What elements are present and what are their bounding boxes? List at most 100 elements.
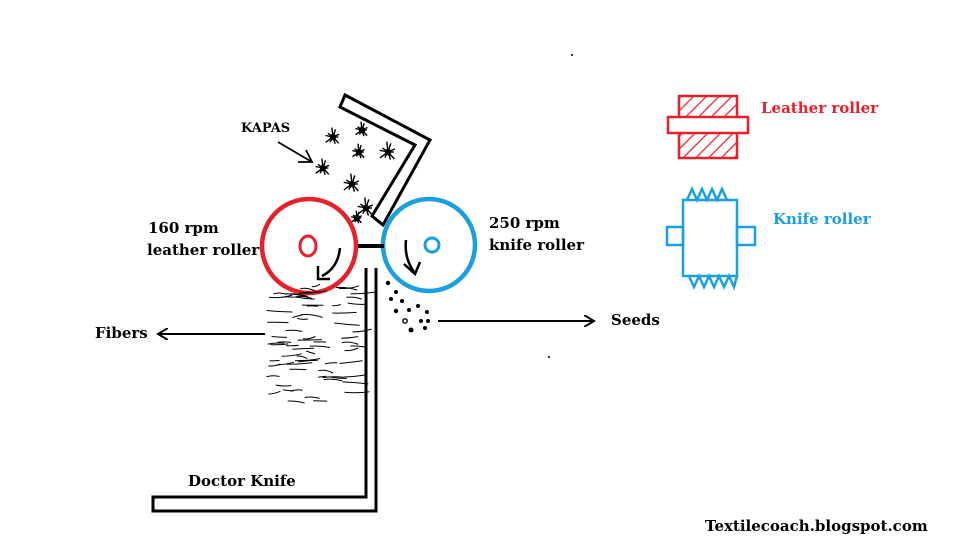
kapas-tuft bbox=[350, 210, 363, 224]
fiber-stroke bbox=[281, 353, 302, 357]
fiber-stroke bbox=[332, 304, 341, 307]
fiber-stroke bbox=[344, 391, 370, 394]
fiber-stroke bbox=[290, 293, 309, 297]
fiber-stroke bbox=[289, 389, 303, 392]
fiber-stroke bbox=[350, 345, 367, 348]
seed-dot bbox=[419, 319, 423, 323]
doctor-knife bbox=[151, 268, 378, 513]
fiber-stroke bbox=[269, 294, 293, 299]
fiber-stroke bbox=[296, 355, 308, 360]
fiber-stroke bbox=[339, 360, 363, 364]
fiber-stroke bbox=[341, 336, 359, 339]
fiber-stroke bbox=[323, 378, 343, 382]
fiber-stroke bbox=[296, 295, 312, 299]
seeds-dots bbox=[385, 280, 430, 333]
seeds-label: Seeds bbox=[611, 311, 660, 329]
fiber-stroke bbox=[285, 329, 303, 332]
kapas-tuft bbox=[343, 173, 360, 192]
kapas-arrow bbox=[277, 141, 314, 163]
seed-dot bbox=[400, 299, 404, 303]
kapas-tuft bbox=[379, 141, 396, 160]
leather-roller bbox=[259, 196, 359, 296]
fiber-stroke bbox=[318, 369, 334, 374]
kapas-tuft bbox=[325, 127, 340, 145]
knife-roller-legend-icon bbox=[665, 185, 757, 291]
fiber-stroke bbox=[306, 350, 316, 355]
seed-dot bbox=[423, 326, 427, 330]
feed-hopper bbox=[338, 92, 433, 228]
fiber-stroke bbox=[269, 359, 280, 362]
fiber-stroke bbox=[276, 361, 295, 366]
kapas-tuft bbox=[315, 158, 330, 176]
fiber-stroke bbox=[304, 396, 320, 399]
fiber-stroke bbox=[350, 291, 375, 295]
speck bbox=[571, 54, 573, 56]
legend-knife-roller-label: Knife roller bbox=[773, 210, 871, 228]
fiber-stroke bbox=[277, 341, 292, 343]
fiber-stroke bbox=[296, 317, 308, 320]
knife-roller bbox=[380, 196, 478, 294]
seed-dot bbox=[394, 290, 398, 294]
fiber-stroke bbox=[268, 390, 281, 395]
seed-dot bbox=[416, 304, 420, 308]
fiber-stroke bbox=[302, 336, 316, 340]
seed-dot bbox=[385, 280, 391, 286]
fiber-stroke bbox=[332, 311, 357, 314]
fiber-stroke bbox=[343, 374, 368, 378]
seed-dot bbox=[402, 318, 408, 324]
kapas-label: KAPAS bbox=[241, 121, 291, 136]
fiber-stroke bbox=[267, 342, 285, 345]
knife-name-label: knife roller bbox=[489, 236, 584, 254]
fiber-stroke bbox=[292, 347, 315, 350]
knife-rotation-arrow-icon bbox=[403, 239, 422, 277]
kapas-tuft bbox=[357, 197, 374, 216]
fiber-stroke bbox=[334, 322, 360, 326]
seed-dot bbox=[389, 297, 393, 301]
fiber-stroke bbox=[342, 381, 369, 385]
speck bbox=[548, 356, 550, 358]
fiber-stroke bbox=[344, 347, 359, 352]
doctor-knife-label: Doctor Knife bbox=[188, 472, 296, 490]
fibers-label: Fibers bbox=[95, 324, 148, 342]
fiber-stroke bbox=[273, 292, 287, 295]
fiber-stroke bbox=[335, 286, 358, 291]
fiber-stroke bbox=[324, 362, 338, 365]
fiber-stroke bbox=[294, 296, 315, 300]
leather-speed-label: 160 rpm bbox=[148, 219, 219, 237]
seed-dot bbox=[407, 308, 411, 312]
kapas-tufts bbox=[315, 121, 396, 224]
fiber-stroke bbox=[298, 291, 310, 294]
fiber-stroke bbox=[338, 285, 360, 290]
fiber-stroke bbox=[309, 345, 331, 348]
kapas-tuft bbox=[355, 121, 368, 137]
fiber-stroke bbox=[266, 375, 280, 378]
fiber-stroke bbox=[285, 344, 299, 347]
fiber-stroke bbox=[330, 376, 347, 379]
fiber-stroke bbox=[297, 339, 322, 341]
leather-rotation-arrow-icon bbox=[316, 247, 342, 281]
fiber-stroke bbox=[287, 400, 305, 404]
fiber-stroke bbox=[270, 343, 289, 346]
fiber-stroke bbox=[266, 310, 293, 313]
fiber-stroke bbox=[318, 375, 327, 378]
fiber-stroke bbox=[311, 283, 321, 288]
fiber-stroke bbox=[286, 362, 313, 365]
leather-roller-legend-icon bbox=[666, 94, 750, 160]
watermark: Textilecoach.blogspot.com bbox=[705, 517, 928, 535]
seed-dot bbox=[426, 319, 430, 323]
seed-dot bbox=[408, 327, 414, 333]
fiber-stroke bbox=[300, 287, 317, 293]
seed-dot bbox=[425, 310, 429, 314]
fiber-stroke bbox=[271, 336, 288, 338]
fiber-stroke bbox=[341, 341, 359, 345]
fiber-stroke bbox=[347, 302, 365, 305]
leather-name-label: leather roller bbox=[147, 241, 260, 259]
fiber-stroke bbox=[322, 376, 344, 379]
fiber-stroke bbox=[301, 314, 323, 318]
fiber-stroke bbox=[268, 363, 281, 367]
legend-leather-roller-label: Leather roller bbox=[761, 99, 879, 117]
fiber-stroke bbox=[275, 384, 292, 387]
seed-dot bbox=[393, 308, 399, 314]
kapas-tuft bbox=[352, 143, 365, 159]
